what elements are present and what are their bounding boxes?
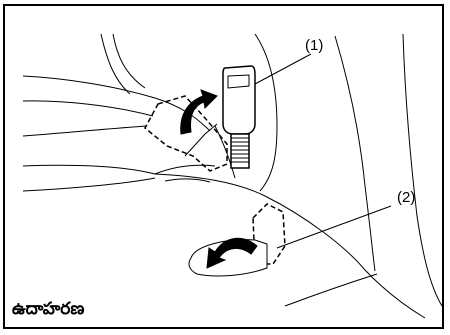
callout-1-leader bbox=[255, 54, 311, 84]
seat-belt-buckle bbox=[223, 66, 255, 168]
seat-belt-illustration: (1) (2) bbox=[5, 6, 444, 329]
callout-1-label: (1) bbox=[305, 37, 323, 54]
figure-frame: (1) (2) ఉదాహరణ bbox=[3, 4, 444, 329]
figure-caption: ఉదాహరణ bbox=[12, 299, 84, 323]
callout-2-label: (2) bbox=[397, 189, 415, 206]
